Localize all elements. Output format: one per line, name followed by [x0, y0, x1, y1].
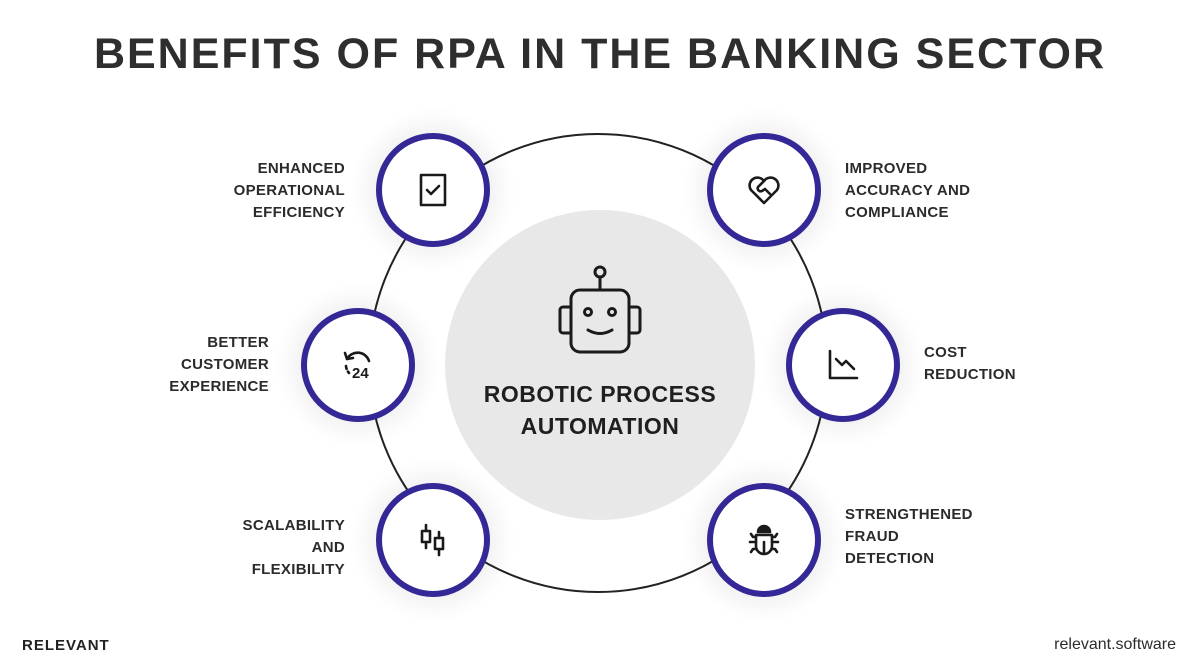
- label-line: IMPROVED: [845, 160, 928, 177]
- brand-logo: RELEVANT: [22, 637, 110, 654]
- label-line: AND: [311, 539, 345, 556]
- label-line: DETECTION: [845, 550, 935, 567]
- label-line: CUSTOMER: [181, 356, 269, 373]
- website-link[interactable]: relevant.software: [1054, 636, 1176, 653]
- chart-decline-icon: [828, 349, 859, 380]
- label-line: COMPLIANCE: [845, 204, 949, 221]
- label-line: EFFICIENCY: [252, 204, 345, 221]
- label-line: OPERATIONAL: [233, 182, 345, 199]
- benefit-label-operational-efficiency: ENHANCED OPERATIONAL EFFICIENCY: [145, 158, 345, 224]
- candlestick-icon: [420, 523, 445, 557]
- label-line: SCALABILITY: [242, 517, 345, 534]
- benefit-node-cost-reduction: [786, 308, 900, 422]
- benefit-node-customer-experience: 24: [301, 308, 415, 422]
- center-label: ROBOTIC PROCESS AUTOMATION: [445, 378, 755, 442]
- svg-text:24: 24: [352, 365, 369, 382]
- robot-icon: [558, 265, 642, 354]
- label-line: ENHANCED: [257, 160, 345, 177]
- label-line: FLEXIBILITY: [251, 561, 345, 578]
- benefit-label-accuracy-compliance: IMPROVED ACCURACY AND COMPLIANCE: [845, 158, 1045, 224]
- center-label-line2: AUTOMATION: [520, 413, 680, 439]
- benefit-node-accuracy-compliance: [707, 133, 821, 247]
- label-line: EXPERIENCE: [169, 378, 269, 395]
- label-line: REDUCTION: [924, 366, 1016, 383]
- benefit-node-fraud-detection: [707, 483, 821, 597]
- center-circle: ROBOTIC PROCESS AUTOMATION: [445, 210, 755, 520]
- label-line: COST: [924, 344, 967, 361]
- page-title: BENEFITS OF RPA IN THE BANKING SECTOR: [93, 30, 1107, 78]
- benefit-label-fraud-detection: STRENGTHENED FRAUD DETECTION: [845, 504, 1045, 570]
- benefit-node-scalability-flexibility: [376, 483, 490, 597]
- bug-icon: [748, 524, 780, 556]
- label-line: FRAUD: [845, 528, 899, 545]
- label-line: ACCURACY AND: [845, 182, 971, 199]
- benefit-label-cost-reduction: COST REDUCTION: [924, 342, 1124, 386]
- center-label-line1: ROBOTIC PROCESS: [483, 381, 717, 407]
- heart-handshake-icon: [748, 176, 780, 205]
- label-line: BETTER: [207, 334, 269, 351]
- clock-24-icon: 24: [343, 351, 371, 382]
- benefit-label-customer-experience: BETTER CUSTOMER EXPERIENCE: [69, 332, 269, 398]
- label-line: STRENGTHENED: [845, 506, 973, 523]
- benefit-label-scalability-flexibility: SCALABILITY AND FLEXIBILITY: [145, 515, 345, 581]
- checkbox-icon: [419, 173, 447, 207]
- benefit-node-operational-efficiency: [376, 133, 490, 247]
